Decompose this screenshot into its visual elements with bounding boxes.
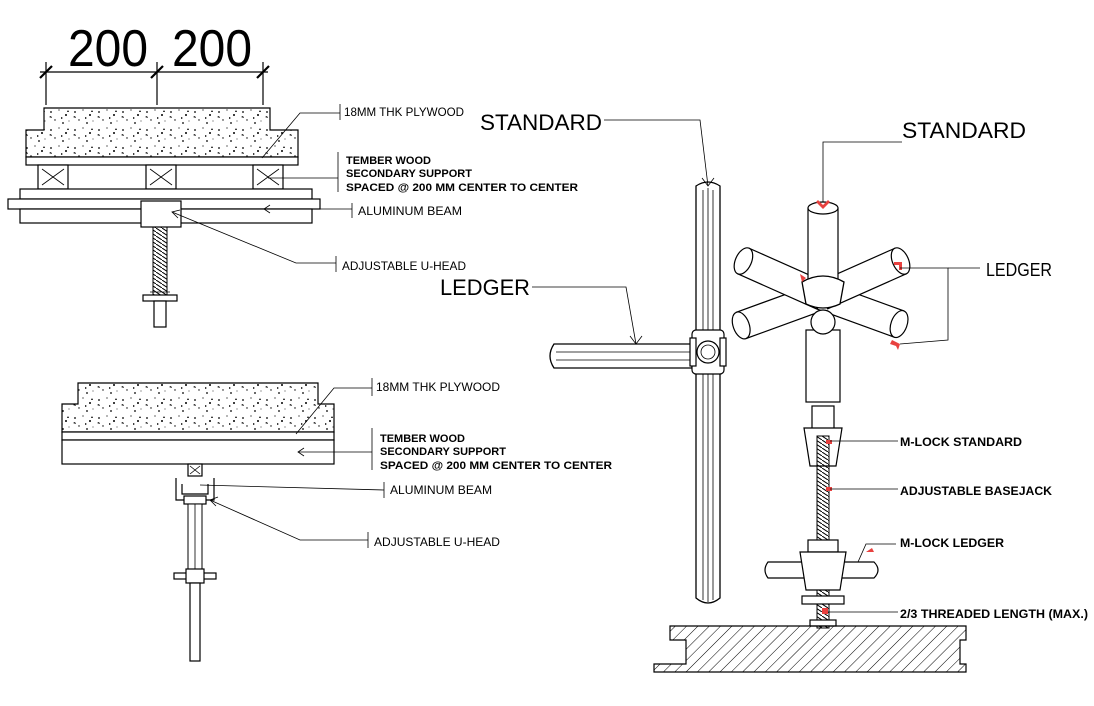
timber-label-3: SPACED @ 200 MM CENTER TO CENTER [380,460,612,472]
timber-label-1: TEMBER WOOD [380,433,465,445]
mlock-standard-label: M-LOCK STANDARD [900,435,1022,449]
ledger-label: LEDGER [986,260,1052,280]
mlock-ledger-label: M-LOCK LEDGER [900,536,1004,550]
right-node-assembly: STANDARD LEDGER M-LOCK STANDARD ADJUSTAB… [653,118,1088,673]
base-block [653,625,967,673]
standard-label: STANDARD [902,118,1026,143]
threaded-length-label: 2/3 THREADED LENGTH (MAX.) [900,607,1088,621]
plywood-panel [25,107,299,158]
dimension-left: 200 [68,20,148,78]
dimension-line: 200 200 [39,20,270,105]
plywood-panel [61,382,335,433]
u-head [140,200,182,228]
plywood-label: 18MM THK PLYWOOD [344,105,464,119]
ledger-label: LEDGER [440,275,530,300]
beam-label: ALUMINUM BEAM [358,204,462,218]
timber-label-3: SPACED @ 200 MM CENTER TO CENTER [346,182,578,194]
standard-tube [807,207,839,287]
detail-bottom: 18MM THK PLYWOOD TEMBER WOOD SECONDARY S… [61,378,612,662]
plywood-label: 18MM THK PLYWOOD [376,380,500,394]
beam-label: ALUMINUM BEAM [390,483,492,497]
ledger-tube [549,343,693,369]
detail-top: 200 200 [7,20,578,328]
standard-label: STANDARD [480,110,602,135]
threaded-rod [152,226,168,296]
middle-standard-assembly: STANDARD LEDGER [440,110,727,604]
timber-label-1: TEMBER WOOD [346,155,431,167]
timber-label-2: SECONDARY SUPPORT [380,446,506,458]
timber-strip [61,439,335,465]
timber-blocks [37,164,284,190]
timber-label-2: SECONDARY SUPPORT [346,168,472,180]
uhead-label: ADJUSTABLE U-HEAD [342,259,466,273]
uhead-label: ADJUSTABLE U-HEAD [374,535,500,549]
dimension-right: 200 [172,20,252,78]
basejack-label: ADJUSTABLE BASEJACK [900,484,1052,498]
node-rosette [801,275,845,309]
